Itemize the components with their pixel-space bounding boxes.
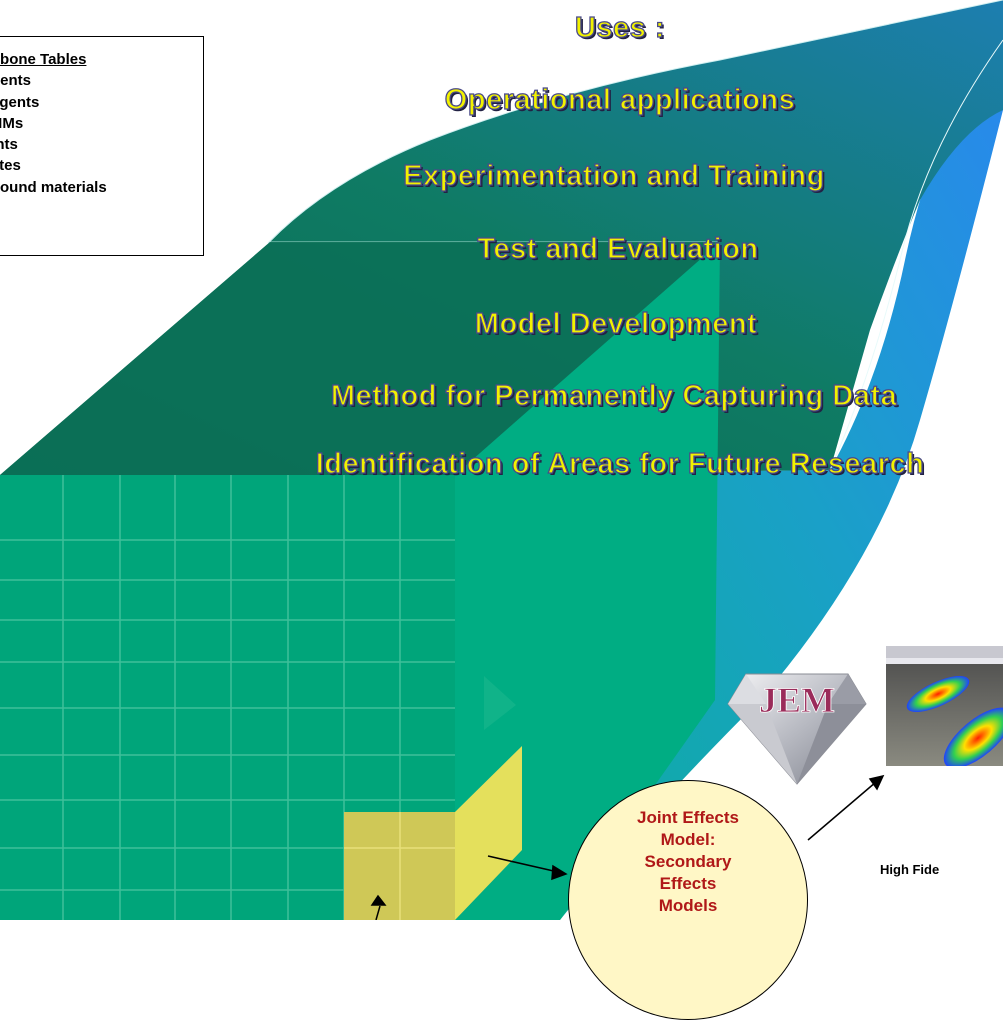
legend-item: TIMs [0, 114, 24, 132]
legend-title: ackbone Tables [0, 51, 87, 68]
ribbon-inner-edge [829, 39, 1003, 471]
screenshot-caption: High Fide [880, 862, 940, 877]
legend-item: gents [0, 72, 32, 90]
connector-arrows [370, 774, 885, 920]
side-face-arrow [484, 676, 516, 730]
jem-logo-text: JEM [759, 680, 835, 720]
ribbon-top-edge [267, 0, 1003, 244]
legend-item: ground materials [0, 178, 107, 196]
backbone-tables-legend: ackbone Tables gents agents TIMs ants ra… [0, 36, 204, 256]
highlight-side-cell [455, 746, 522, 920]
model-output-screenshot [886, 646, 1003, 846]
jem-diamond-logo: JEM [727, 673, 867, 785]
legend-item: ants [0, 136, 18, 154]
bubble-line: Effects [659, 874, 717, 893]
bubble-line: Model: [660, 830, 716, 849]
uses-list: Uses : Operational applications Experime… [0, 0, 1003, 480]
uses-item: Test and Evaluation [477, 232, 759, 265]
block-front-grid [0, 475, 455, 920]
cube-diagram [0, 0, 1003, 920]
bubble-line: Joint Effects [636, 808, 740, 827]
uses-item: Model Development [474, 307, 758, 340]
uses-item: Identification of Areas for Future Resea… [315, 447, 925, 480]
bubble-line: Models [658, 896, 718, 915]
legend-item: agents [0, 93, 40, 111]
uses-item: Method for Permanently Capturing Data [330, 379, 898, 412]
uses-heading: Uses : [574, 11, 666, 44]
block-top-face [0, 242, 720, 475]
joint-effects-model-bubble: Joint Effects Model: Secondary Effects M… [568, 780, 808, 1020]
uses-item: Operational applications [444, 83, 796, 116]
legend-item: rates [0, 157, 21, 175]
bubble-line: Secondary [644, 852, 732, 871]
uses-item: Experimentation and Training [403, 159, 825, 192]
